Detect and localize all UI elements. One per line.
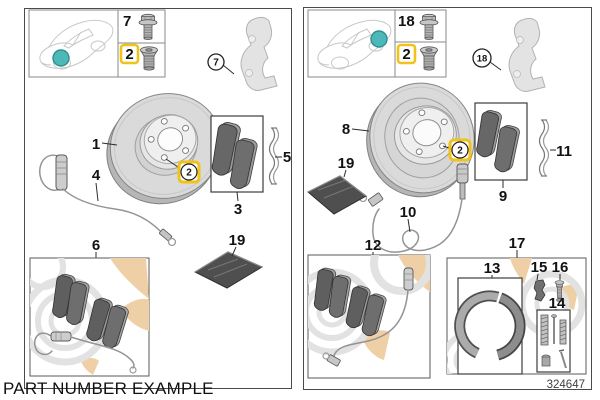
legend-box: 7 2: [117, 9, 166, 78]
legend-box: 18 2: [394, 9, 447, 78]
caliper-carrier-drawing: [240, 16, 278, 92]
callout-brake-shoes: 13: [484, 260, 501, 277]
grease-pack-drawing: [307, 175, 367, 215]
callout-grease-pack: 19: [338, 155, 355, 172]
callout-carrier-number: 7: [213, 58, 219, 69]
retaining-clip-drawing: [538, 119, 550, 177]
callout-carrier: 7: [207, 53, 225, 71]
callout-screw-highlighted: 2: [448, 138, 472, 162]
callout-wear-sensor: 4: [92, 167, 101, 184]
leader-line: [407, 218, 411, 233]
leader-line: [236, 191, 239, 202]
caliper-carrier-drawing: [508, 17, 546, 93]
callout-screw-number: 2: [186, 168, 192, 179]
brake-pad-kit-box: [307, 254, 431, 379]
brake-shoes-box: [454, 277, 526, 375]
callout-expander: 15: [531, 259, 548, 276]
wear-sensor-drawing: [358, 163, 469, 253]
leader-line: [101, 142, 118, 146]
callout-pad-set: 3: [234, 201, 242, 218]
callout-retaining-clip: 11: [556, 143, 572, 160]
front-brake-panel: 7 7 2: [24, 8, 292, 389]
callout-retaining-clip: 5: [283, 149, 291, 166]
leader-line: [489, 61, 502, 71]
rear-brake-panel: 18 18 2: [303, 7, 592, 390]
wear-sensor-drawing: [39, 154, 177, 247]
callout-grease-pack: 19: [229, 232, 246, 249]
highlight-box: [396, 43, 417, 65]
callout-pad-kit: 12: [365, 237, 382, 254]
callout-pad-set: 9: [499, 188, 507, 205]
brake-shoe-kit-box: 13 15 16: [446, 257, 587, 375]
legend-screw-number: 2: [125, 46, 133, 63]
callout-screw-highlighted: 2: [177, 160, 201, 184]
brake-pad-set: [474, 102, 528, 181]
legend-bolt-number: 18: [398, 13, 415, 30]
brake-disc-drawing: [366, 82, 475, 198]
legend-screw-number: 2: [402, 46, 410, 63]
leader-line: [222, 64, 235, 75]
leader-line: [343, 169, 347, 178]
callout-carrier: 18: [472, 48, 492, 68]
callout-adjuster: 16: [552, 259, 569, 276]
brake-pad-kit-box: [29, 257, 150, 377]
caption-part-number-example: PART NUMBER EXAMPLE: [3, 379, 214, 398]
car-location-thumbnail: [307, 9, 396, 78]
callout-carrier-number: 18: [477, 54, 488, 65]
callout-screw-number: 2: [457, 146, 463, 157]
leader-line: [231, 246, 237, 257]
retaining-clip-drawing: [268, 127, 280, 185]
leader-line: [536, 273, 539, 281]
brake-pad-set: [210, 115, 264, 193]
grease-pack-drawing: [193, 251, 264, 289]
callout-wear-sensor: 10: [400, 204, 417, 221]
callout-shoe-kit: 17: [509, 235, 526, 252]
callout-pad-kit: 6: [92, 237, 100, 254]
leader-line: [351, 128, 370, 132]
leader-line: [95, 182, 99, 202]
callout-disc: 1: [92, 136, 100, 153]
hardware-kit-box: [536, 309, 571, 373]
legend-bolt-number: 7: [123, 13, 131, 30]
car-location-thumbnail: [28, 9, 119, 78]
location-dot-icon: [370, 30, 388, 48]
callout-hardware-kit: 14: [549, 295, 566, 312]
drawing-number: 324647: [547, 379, 585, 389]
location-dot-icon: [52, 49, 70, 67]
adjuster-drawing: [554, 280, 565, 302]
highlight-box: [119, 43, 140, 65]
callout-disc: 8: [342, 121, 350, 138]
expander-drawing: [533, 279, 546, 302]
